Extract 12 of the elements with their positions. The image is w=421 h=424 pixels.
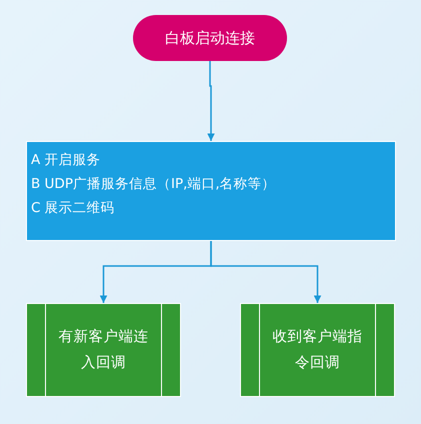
arrow <box>210 241 322 303</box>
subprocess-box <box>26 303 181 397</box>
arrow <box>207 61 215 141</box>
node-text: A 开启服务 <box>31 151 102 170</box>
node-text: B UDP广播服务信息（IP,端口,名称等） <box>31 175 277 194</box>
node-text: 有新客户端连入回调 <box>58 328 150 373</box>
node-text: C 展示二维码 <box>31 199 116 218</box>
subprocess-box <box>240 303 395 397</box>
process-box <box>26 141 396 241</box>
start-terminal <box>133 15 287 61</box>
node-text: 白板启动连接 <box>165 28 255 48</box>
node-text: 收到客户端指令回调 <box>272 328 364 373</box>
